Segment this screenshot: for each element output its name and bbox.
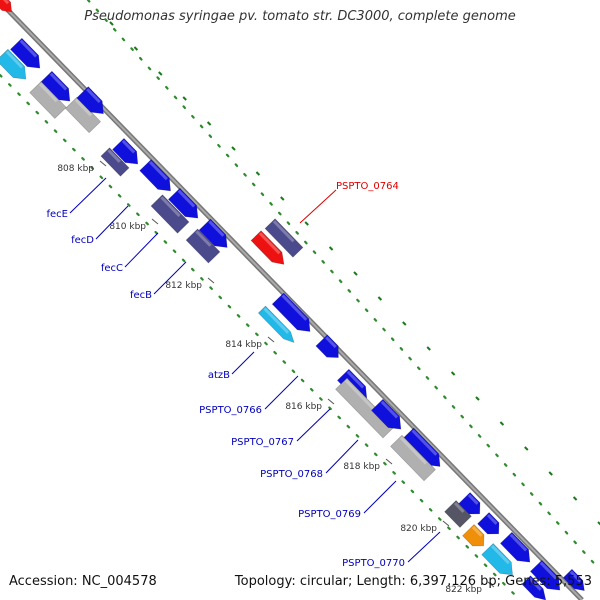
- gene-grey: [29, 81, 67, 119]
- gene-label-fecD: fecD: [71, 205, 129, 246]
- tick-label: 820 kbp: [400, 524, 437, 534]
- gene-name: PSPTO_0768: [260, 469, 323, 480]
- gene-blue: [112, 137, 139, 165]
- gene-blue: [271, 292, 311, 332]
- gene-name: PSPTO_0766: [199, 405, 262, 416]
- gene-fecB: [185, 228, 221, 264]
- gene-name: PSPTO_0770: [342, 558, 405, 569]
- tick-marks: 808 kbp 810 kbp 812 kbp 814 kbp 816 kbp 818 k…: [57, 21, 600, 595]
- tick-0: 808 kbp: [57, 160, 107, 174]
- gene-cyan: [0, 48, 27, 80]
- gene-label-fecC: fecC: [101, 232, 159, 274]
- gene-PSPTO_0764: [250, 230, 285, 265]
- tick-6: 820 kbp: [400, 520, 450, 534]
- gene-red-top: [0, 0, 13, 13]
- gene-blue: [477, 512, 500, 535]
- tick-label: 818 kbp: [343, 462, 380, 472]
- gene-blue: [76, 86, 104, 115]
- summary-text: Topology: circular; Length: 6,397,126 bp…: [234, 574, 592, 589]
- gene-blue: [562, 568, 585, 591]
- tick-label: 814 kbp: [225, 340, 262, 350]
- gene-blue: [198, 218, 228, 248]
- gene-label-PSPTO_0770: PSPTO_0770: [342, 531, 441, 569]
- gene-name: PSPTO_0764: [336, 181, 399, 192]
- gene-name: fecC: [101, 263, 123, 274]
- tick-label: 816 kbp: [285, 402, 322, 412]
- tick-label: 812 kbp: [165, 281, 202, 291]
- map-title: Pseudomonas syringae pv. tomato str. DC3…: [84, 9, 516, 24]
- tick-4: 816 kbp: [285, 398, 335, 412]
- gene-blue: [458, 492, 481, 515]
- gene-blue: [139, 159, 171, 192]
- gene-label-atzB: atzB: [208, 351, 255, 381]
- gene-grey: [64, 96, 102, 134]
- outer-dotted-ring: [86, 0, 600, 572]
- gene-label-fecE: fecE: [47, 177, 107, 220]
- gene-label-PSPTO_0764: PSPTO_0764: [299, 181, 399, 224]
- tick-label: 822 kbp: [445, 585, 482, 595]
- gene-blue: [315, 334, 339, 358]
- gene-name: fecB: [130, 290, 152, 301]
- gene-PSPTO_0764-pair: [264, 218, 304, 258]
- gene-features: [0, 0, 585, 600]
- gene-blue: [9, 37, 41, 69]
- gene-fecD: [150, 194, 190, 234]
- gene-cyan: [481, 543, 513, 576]
- gene-blue: [370, 398, 402, 430]
- tick-label: 810 kbp: [109, 222, 146, 232]
- gene-blue: [521, 575, 547, 600]
- gene-PSPTO_0769: [390, 434, 436, 482]
- gene-atzB: [257, 305, 295, 343]
- gene-orange: [462, 524, 485, 547]
- gene-name: fecD: [71, 235, 94, 246]
- inner-dotted-ring: [0, 73, 522, 600]
- tick-7: 822 kbp: [445, 581, 495, 595]
- gene-darkgrey: [444, 500, 472, 528]
- accession-text: Accession: NC_004578: [9, 574, 157, 589]
- gene-name: fecE: [47, 209, 69, 220]
- gene-fecE: [100, 147, 130, 177]
- gene-name: PSPTO_0767: [231, 437, 294, 448]
- gene-label-PSPTO_0768: PSPTO_0768: [260, 439, 359, 480]
- gene-blue: [499, 531, 531, 563]
- gene-blue: [401, 427, 441, 467]
- gene-label-fecB: fecB: [130, 261, 187, 301]
- gene-blue: [39, 70, 71, 102]
- gene-blue: [529, 559, 561, 591]
- gene-blue: [167, 187, 199, 219]
- gene-name: PSPTO_0769: [298, 509, 361, 520]
- gene-label-PSPTO_0769: PSPTO_0769: [298, 480, 397, 520]
- gene-label-PSPTO_0766: PSPTO_0766: [199, 375, 299, 416]
- gene-labels: fecE fecD fecC fecB atzB PSPTO_0766PSPTO_0767…: [47, 177, 441, 569]
- tick-3: 814 kbp: [225, 336, 275, 350]
- tick-5: 818 kbp: [343, 458, 393, 472]
- gene-label-PSPTO_0767: PSPTO_0767: [231, 408, 331, 448]
- gene-name: atzB: [208, 370, 230, 381]
- tick-label: 808 kbp: [57, 164, 94, 174]
- tick-1: 810 kbp: [109, 218, 159, 232]
- tick-2: 812 kbp: [165, 277, 215, 291]
